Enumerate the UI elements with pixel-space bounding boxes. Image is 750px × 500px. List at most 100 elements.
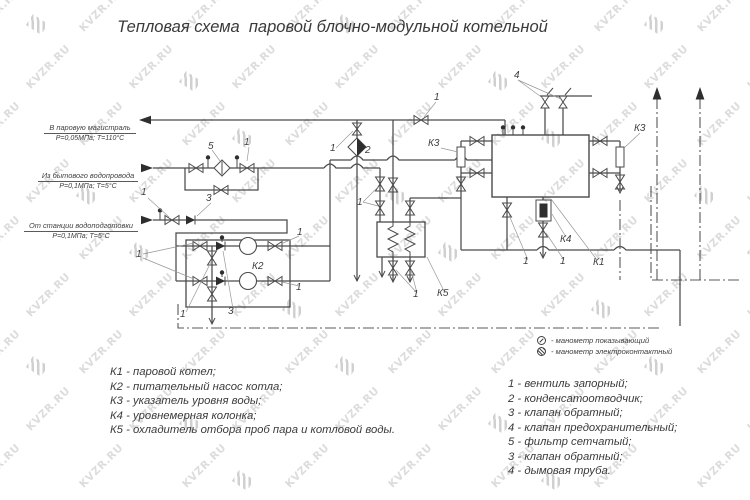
boiler-k1-body <box>491 134 590 198</box>
chimney-arrow-icon <box>695 87 705 100</box>
legend-component-line: К1 - паровой котел; <box>110 366 216 378</box>
valve-icon <box>469 167 485 179</box>
sample-cooler-k5 <box>376 221 426 258</box>
shutoff-valves-vertical <box>206 122 626 302</box>
manometer-icon <box>219 270 225 275</box>
manometer-legend-text: - манометр показывающий <box>551 336 650 345</box>
legend-fitting-line: 3 - клапан обратный; <box>508 407 623 419</box>
diagram-label-К2: К2 <box>252 261 264 272</box>
valve-icon <box>592 167 608 179</box>
valve-icon <box>387 177 399 193</box>
legend-fitting-line: 2 - конденсатоотводчик; <box>508 392 643 405</box>
valve-icon <box>206 286 218 302</box>
treated-in-arrow-icon <box>141 215 153 225</box>
legend-component-line: К5 - охладитель отбора проб пара и котло… <box>110 424 395 436</box>
valve-icon <box>455 176 467 192</box>
manometer-legend-row: - манометр электроконтактный <box>537 346 672 357</box>
legend-fitting-line: 1 - вентиль запорный; <box>508 378 628 390</box>
feed-pump-unit-k2 <box>185 236 291 308</box>
valve-icon <box>213 184 229 196</box>
module-boundary <box>177 186 740 329</box>
pump-icon <box>238 271 258 291</box>
diagram-label-К3: К3 <box>428 138 440 149</box>
valve-icon <box>592 135 608 147</box>
manometer-icon <box>205 155 211 160</box>
diagram-label-К1: К1 <box>593 257 604 268</box>
valve-icon <box>192 240 208 252</box>
diagram-label-1: 1 <box>136 249 142 260</box>
diagram-label-3: 3 <box>228 306 234 317</box>
diagram-label-1: 1 <box>413 289 419 300</box>
diagram-label-К3: К3 <box>634 123 646 134</box>
valve-icon <box>188 162 204 174</box>
diagram-label-1: 1 <box>297 227 303 238</box>
domestic-water-caption-line1: Из бытового водопровода <box>38 171 138 182</box>
safety-valves <box>540 87 572 109</box>
safety-valve-icon <box>540 87 554 109</box>
safety-valve-icon <box>558 87 572 109</box>
domestic-water-caption: Из бытового водопровода P=0,1МПа; Т=5°С <box>38 171 138 190</box>
valve-icon <box>206 250 218 266</box>
manometer-icon <box>219 235 225 240</box>
level-gauge-k3-right <box>615 146 625 168</box>
check-valves <box>186 215 226 286</box>
steam-main-caption-line1: В паровую магистраль <box>44 123 136 134</box>
manometer-legend-text: - манометр электроконтактный <box>551 347 673 356</box>
cooler-coil-icon <box>386 222 400 257</box>
gauge-indicating-icon <box>537 336 546 345</box>
check-valve-icon <box>216 276 225 286</box>
pump-unit-frame <box>185 239 291 308</box>
valve-icon <box>164 214 180 226</box>
diagram-label-1: 1 <box>523 256 529 267</box>
condensate-trap <box>347 137 367 157</box>
valve-icon <box>374 176 386 192</box>
sample-cooler-body <box>376 221 426 258</box>
pump-icon <box>238 236 258 256</box>
domestic-water-caption-line2: P=0,1МПа; Т=5°С <box>59 183 117 190</box>
valve-icon <box>501 202 513 218</box>
diagram-label-1: 1 <box>357 197 363 208</box>
water-in-arrow-icon <box>141 163 153 173</box>
manometer-icon <box>510 125 516 130</box>
valve-icon <box>267 240 283 252</box>
legend-fitting-line: 5 - фильтр сетчатый; <box>508 436 632 448</box>
treated-water-caption: От станции водоподготовки P=0,1МПа; Т=5°… <box>24 221 138 240</box>
manometer-legend-row: - манометр показывающий <box>537 335 672 346</box>
diagram-label-5: 5 <box>208 141 214 152</box>
strainer-filter <box>213 159 231 177</box>
diagram-label-К4: К4 <box>560 234 572 245</box>
legend-component-line: К4 - уровнемерная колонка; <box>110 409 257 422</box>
treated-water-caption-line1: От станции водоподготовки <box>24 221 138 232</box>
valve-icon <box>374 200 386 216</box>
diagram-label-К5: К5 <box>437 288 449 299</box>
gauge-electrocontact-icon <box>537 347 546 356</box>
cooler-coil-icon <box>403 222 417 257</box>
diagram-label-2: 2 <box>364 145 371 156</box>
legend-component-line: К3 - указатель уровня воды; <box>110 395 262 407</box>
chimney-arrow-icon <box>652 87 662 100</box>
drain-arrow-icon <box>208 186 624 326</box>
valve-icon <box>614 174 626 190</box>
diagram-label-1: 1 <box>180 309 186 320</box>
steam-out-arrow-icon <box>139 115 151 125</box>
legend-fitting-line: 3 - клапан обратный; <box>508 450 623 463</box>
legend-fitting-line: 4 - дымовая труба. <box>508 465 611 477</box>
leader-lines <box>142 79 641 313</box>
valve-icon <box>404 260 416 276</box>
treated-water-caption-line2: P=0,1МПа; Т=5°С <box>52 233 110 240</box>
level-gauge-icon <box>456 146 466 168</box>
check-valve-icon <box>186 215 195 225</box>
diagram-label-4: 4 <box>514 70 520 81</box>
valve-icon <box>469 135 485 147</box>
valve-icon <box>239 162 255 174</box>
valve-icon <box>192 275 208 287</box>
check-valve-icon <box>216 241 225 251</box>
fittings-legend: 1 - вентиль запорный; 2 - конденсатоотвод… <box>508 377 677 479</box>
manometer-legend: - манометр показывающий - манометр электр… <box>537 335 672 357</box>
level-gauge-icon <box>615 146 625 168</box>
legend-fitting-line: 4 - клапан предохранительный; <box>508 421 678 434</box>
shutoff-valves-horizontal <box>164 114 608 287</box>
steam-main-caption-line2: P=0,05МПа; Т=110°С <box>55 135 125 142</box>
